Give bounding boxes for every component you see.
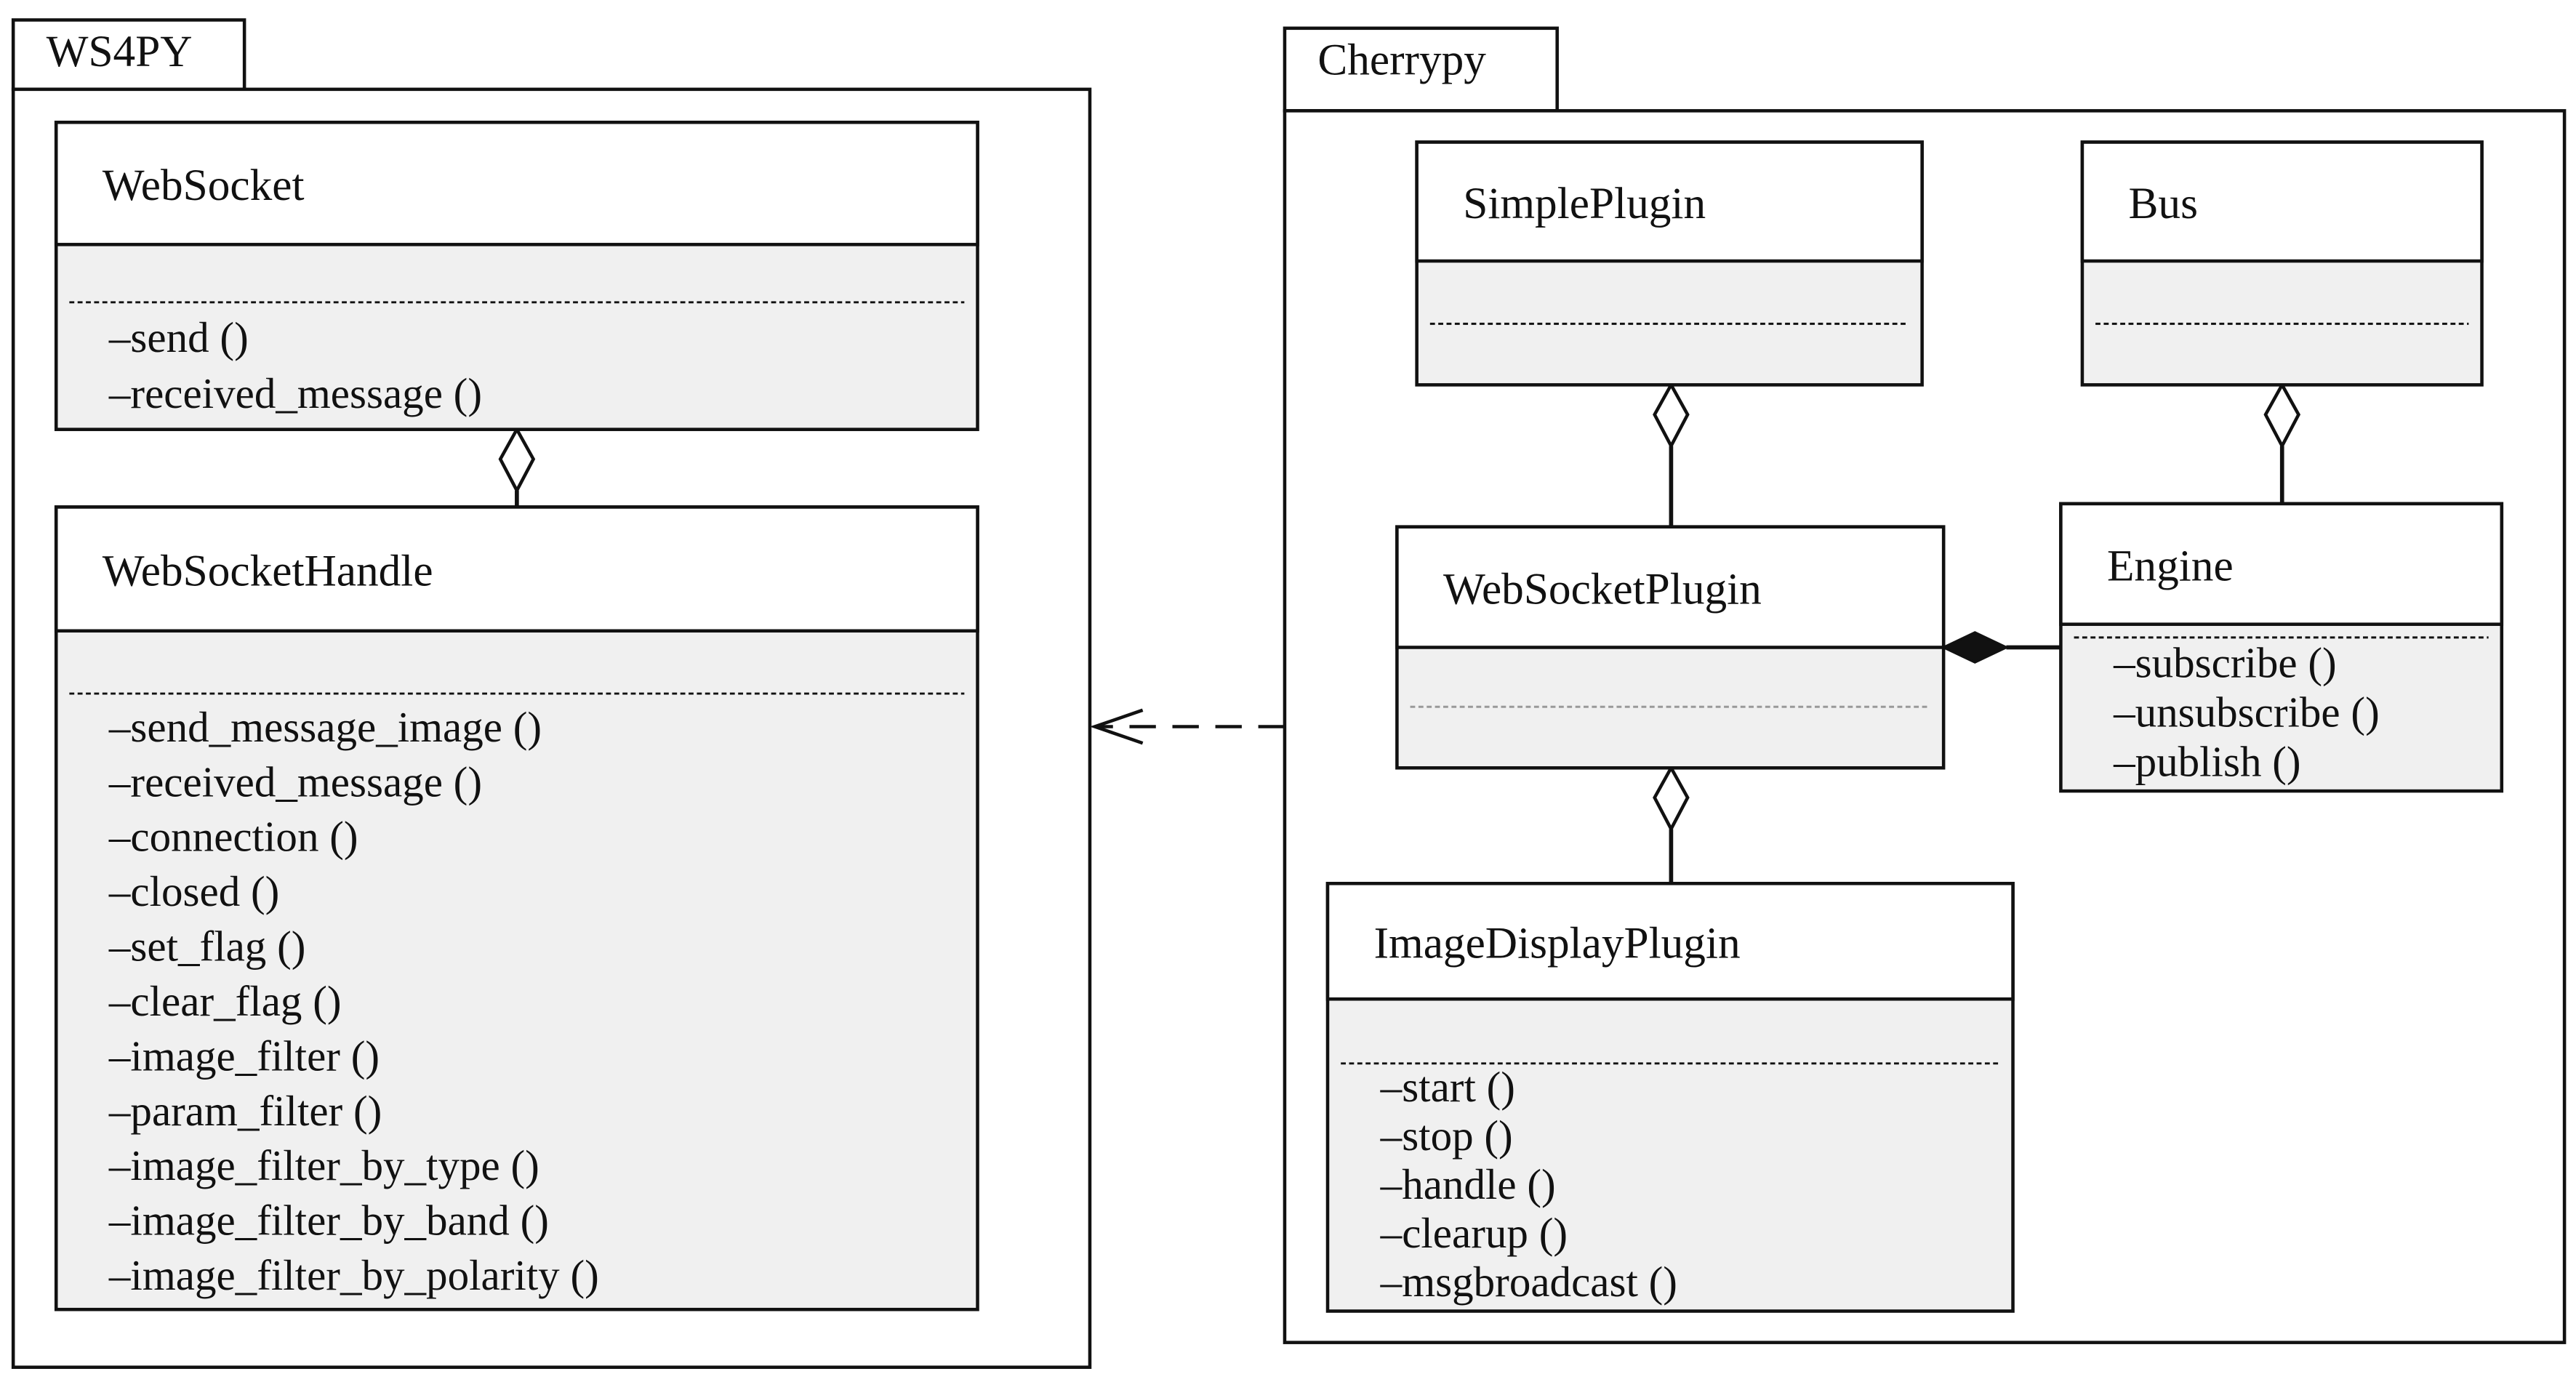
class-method: –image_filter () xyxy=(108,1032,380,1080)
composition-diamond xyxy=(1941,631,2010,664)
class-method: –stop () xyxy=(1380,1112,1513,1160)
aggregation-diamond xyxy=(498,426,536,494)
dependency-arrowhead xyxy=(1089,708,1144,745)
aggregation-diamond xyxy=(1653,381,1690,450)
class-method: –image_filter_by_polarity () xyxy=(108,1251,599,1299)
class-name: WebSocket xyxy=(103,161,305,210)
class-websockethandle: WebSocketHandle –send_message_image () –re… xyxy=(54,505,979,1311)
package-label: WS4PY xyxy=(47,27,193,76)
class-method: –set_flag () xyxy=(108,923,306,971)
class-method: –publish () xyxy=(2113,738,2301,786)
class-method: –clearup () xyxy=(1380,1209,1568,1257)
class-method: –send () xyxy=(108,313,249,361)
class-method: –clear_flag () xyxy=(108,977,342,1025)
class-method: –received_message () xyxy=(108,758,482,805)
class-method: –image_filter_by_type () xyxy=(108,1141,539,1189)
class-method: –received_message () xyxy=(108,369,482,417)
class-method: –closed () xyxy=(108,867,279,915)
class-bus: Bus xyxy=(2080,140,2484,387)
class-header xyxy=(1395,525,1946,649)
package-tab xyxy=(1283,26,1559,113)
class-method: –msgbroadcast () xyxy=(1380,1258,1677,1306)
class-header xyxy=(1415,140,1924,263)
class-method: –image_filter_by_band () xyxy=(108,1197,549,1245)
class-method: –connection () xyxy=(108,813,358,861)
class-imagedisplayplugin: ImageDisplayPlugin –start ()–stop ()–hand… xyxy=(1325,881,2015,1313)
class-method: –send_message_image () xyxy=(108,703,542,751)
class-header xyxy=(2080,140,2484,263)
class-method: –handle () xyxy=(1380,1160,1556,1208)
class-method: –unsubscribe () xyxy=(2113,688,2380,736)
class-header xyxy=(2059,502,2504,626)
class-method: –subscribe () xyxy=(2113,638,2337,686)
class-name: ImageDisplayPlugin xyxy=(1374,918,1741,968)
class-name: Engine xyxy=(2107,542,2234,591)
class-header xyxy=(54,505,979,633)
class-header xyxy=(54,120,979,246)
class-name: WebSocketHandle xyxy=(103,546,433,595)
aggregation-diamond xyxy=(2263,381,2301,450)
package-label: Cherrypy xyxy=(1317,35,1486,84)
class-name: WebSocketPlugin xyxy=(1443,564,1762,614)
class-engine: Engine –subscribe ()–unsubscribe ()–publi… xyxy=(2059,502,2504,793)
class-header xyxy=(1325,881,2015,1001)
aggregation-diamond xyxy=(1653,764,1690,833)
class-websocketplugin: WebSocketPlugin xyxy=(1395,525,1946,770)
class-websocket: WebSocket –send () –received_message () xyxy=(54,120,979,431)
class-method: –param_filter () xyxy=(108,1087,382,1135)
class-name: SimplePlugin xyxy=(1463,179,1706,228)
class-name: Bus xyxy=(2129,179,2198,228)
class-simpleplugin: SimplePlugin xyxy=(1415,140,1924,387)
class-method: –start () xyxy=(1380,1063,1515,1111)
class-body xyxy=(54,505,979,1311)
package-tab xyxy=(11,18,246,92)
